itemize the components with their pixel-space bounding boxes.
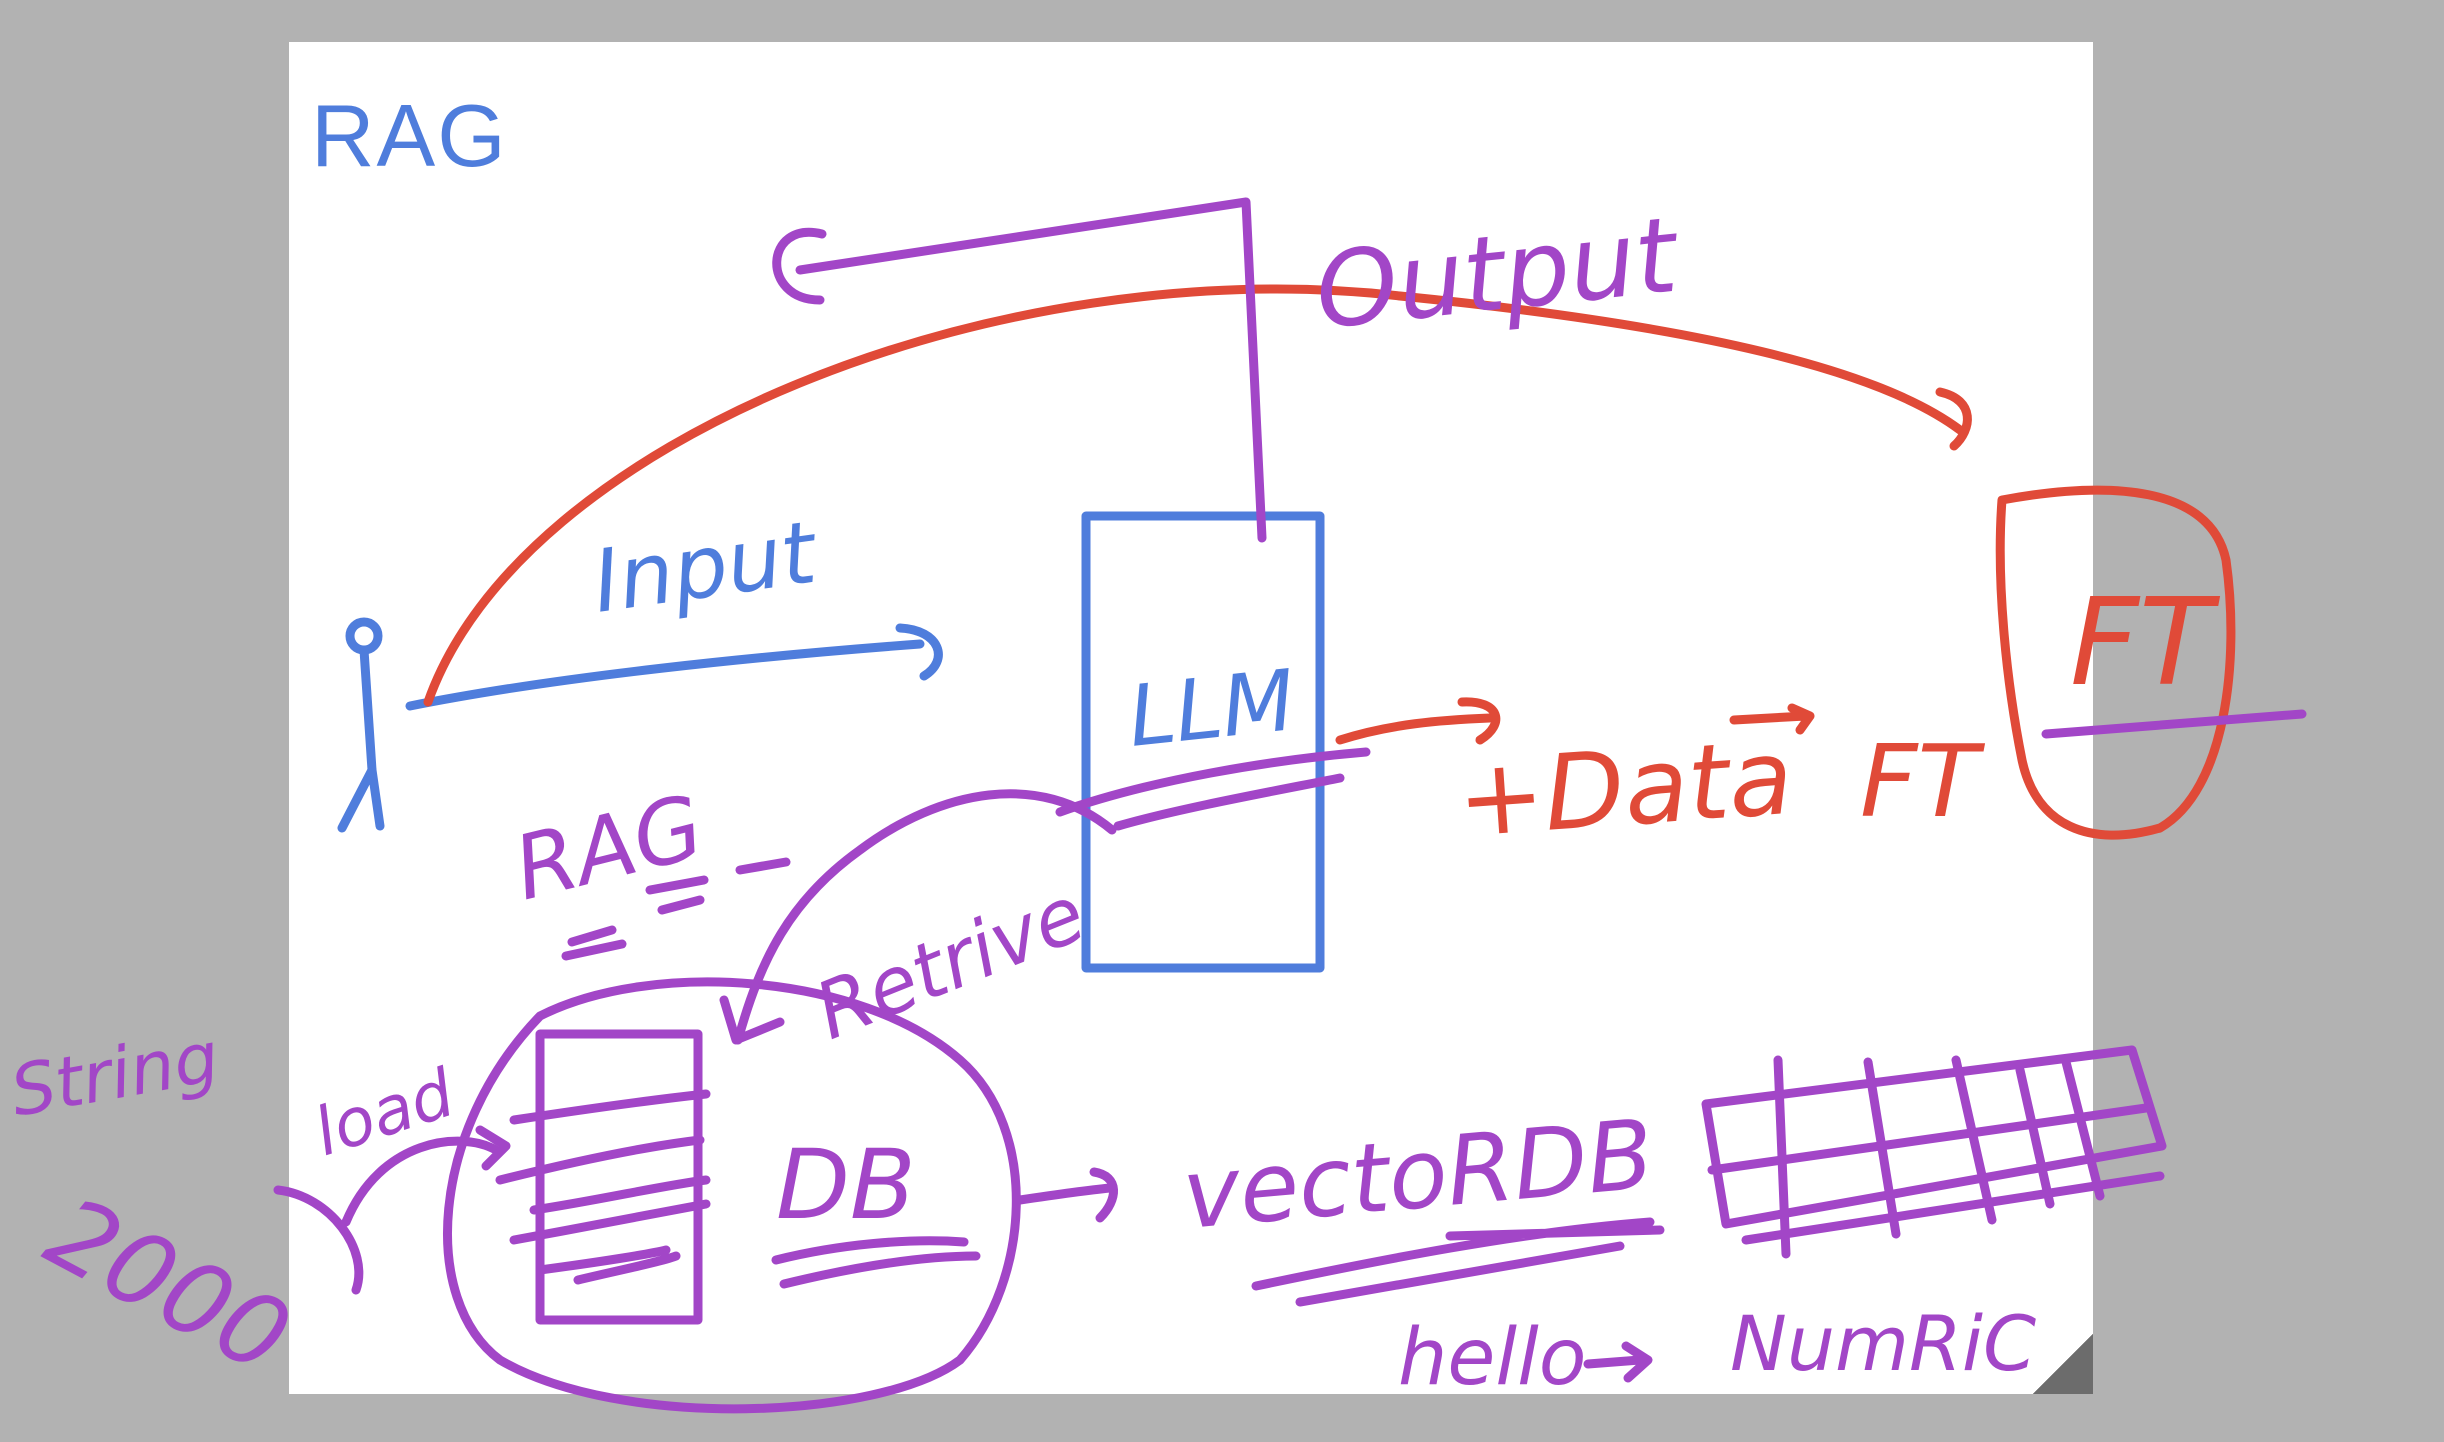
db-label: DB [776,1129,916,1241]
vector-db-arrowhead [1089,1167,1118,1223]
page-title: RAG [311,86,508,185]
input-label: Input [587,502,825,632]
document-stack [535,1029,703,1325]
data-source-curve [273,1185,364,1295]
retrive-label: Retrive [803,869,1097,1058]
hello-arrow [1583,1341,1653,1383]
ft-strike-line [2041,709,2307,739]
vector-db-underline [1251,1217,1665,1307]
ft-box-label: FT [2070,574,2221,713]
numric-label: NumRiC [1730,1299,2036,1388]
output-arc-arrowhead [1935,387,1972,451]
numeric-grid [1701,1045,2167,1259]
load-arrow [341,1136,501,1227]
string-label: String [5,1016,225,1133]
hello-label: hello [1398,1313,1587,1403]
load-arrowhead [475,1125,511,1171]
output-wire [795,197,1267,543]
vector-db-arrow [1015,1183,1115,1205]
retrive-arrow [733,789,1117,1045]
retrive-arrowhead [719,995,785,1045]
number-label: 2000 [29,1174,309,1397]
rag-equals-marks [561,857,791,961]
llm-box [1081,511,1325,973]
input-arrowhead [895,623,943,681]
plus-data-label: +Data [1453,716,1796,861]
input-arrow [405,639,925,711]
data-arrow [1335,713,1495,745]
document-lines [495,1089,711,1285]
output-arc [423,284,1965,707]
llm-label: LLM [1124,651,1299,766]
llm-strike-lines [1055,747,1371,831]
page-corner-fold [2033,1334,2093,1394]
db-underline [771,1236,981,1289]
output-endcap [772,227,827,305]
data-to-ft-arrow [1729,703,1815,735]
rag-label: RAG [504,775,713,921]
ft-box [1995,485,2236,840]
load-label: load [305,1054,464,1171]
db-container [443,977,1021,1414]
data-arrowhead [1457,697,1501,745]
user-stick-figure [337,617,385,833]
ft-label: FT [1860,723,1986,840]
